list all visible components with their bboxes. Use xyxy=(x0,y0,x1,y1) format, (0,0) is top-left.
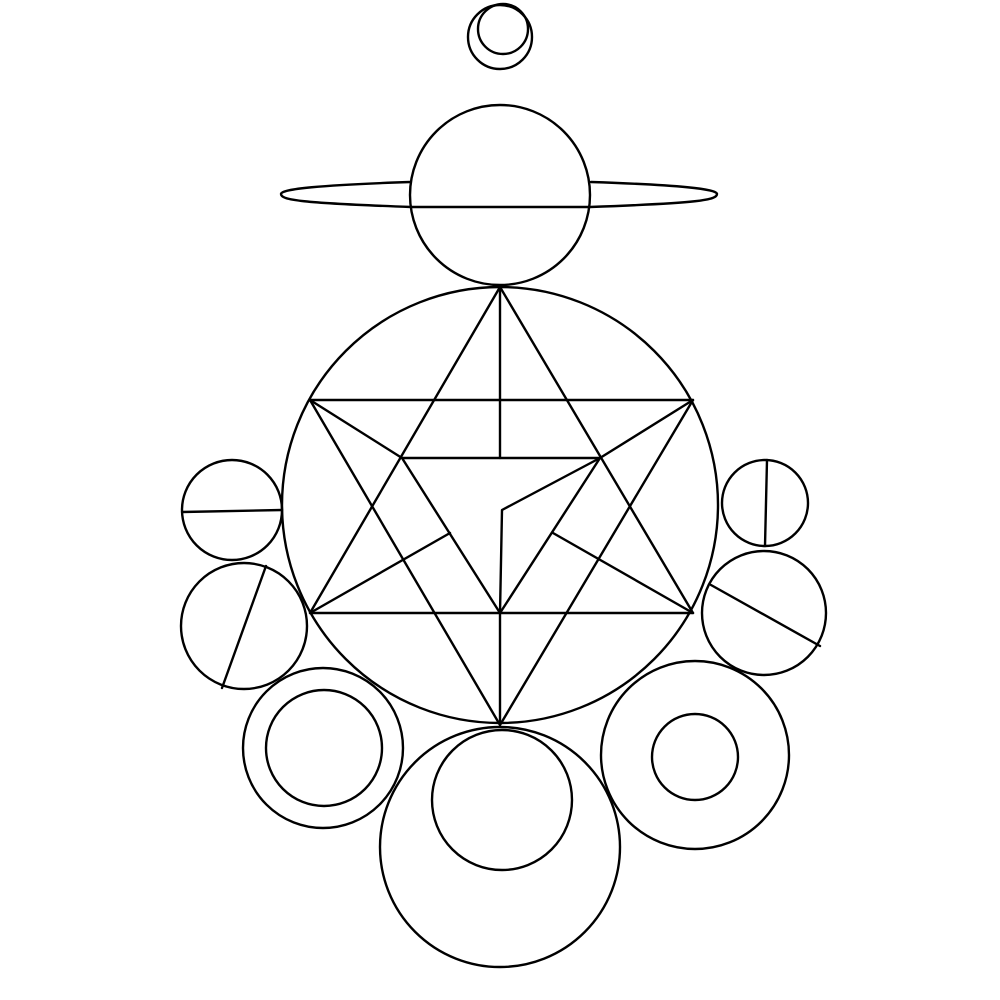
orbit-circle-left-upper xyxy=(180,458,284,562)
orbit-circle-bottom-center-inner xyxy=(430,728,574,872)
upward-triangle xyxy=(308,285,695,615)
orbit-circle-right-lower-line xyxy=(709,583,822,648)
orbit-circle-bottom-left-inner xyxy=(264,688,384,808)
orbit-circle-right-upper xyxy=(720,458,810,548)
moon-inner-circle xyxy=(476,2,530,56)
downward-triangle xyxy=(308,398,695,727)
orbit-circle-bottom-center-outer xyxy=(378,725,622,969)
orbit-circle-bottom-left-outer xyxy=(241,666,405,830)
diagonal-left-lower xyxy=(308,531,452,615)
orbit-circle-bottom-left xyxy=(241,666,405,830)
diagonal-left-upper xyxy=(308,398,404,460)
orbit-circle-left-lower xyxy=(179,561,309,691)
orbit-circle-left-lower-line xyxy=(220,564,268,690)
ringed-planet-icon xyxy=(279,103,719,287)
planet-ring-right xyxy=(588,180,719,209)
orbit-circle-right-lower xyxy=(700,549,828,677)
orbit-circle-bottom-center xyxy=(378,725,622,969)
orbit-circle-right-upper-line xyxy=(763,458,769,548)
center-hook xyxy=(498,456,602,615)
diagonal-right-upper xyxy=(598,398,695,460)
diagonal-right-lower xyxy=(551,531,695,615)
orbit-circle-bottom-right-outer xyxy=(599,659,791,851)
orbit-circle-left-upper-line xyxy=(180,508,284,514)
hexagram-circle xyxy=(280,285,720,727)
orbit-circle-left-lower-outline xyxy=(179,561,309,691)
crescent-moon-icon xyxy=(466,2,534,71)
orbit-circle-right-lower-outline xyxy=(700,549,828,677)
orbit-circle-bottom-right xyxy=(599,659,791,851)
orbit-circle-bottom-right-inner xyxy=(650,712,740,802)
planet-body xyxy=(408,103,592,287)
planet-ring-left xyxy=(279,180,413,209)
